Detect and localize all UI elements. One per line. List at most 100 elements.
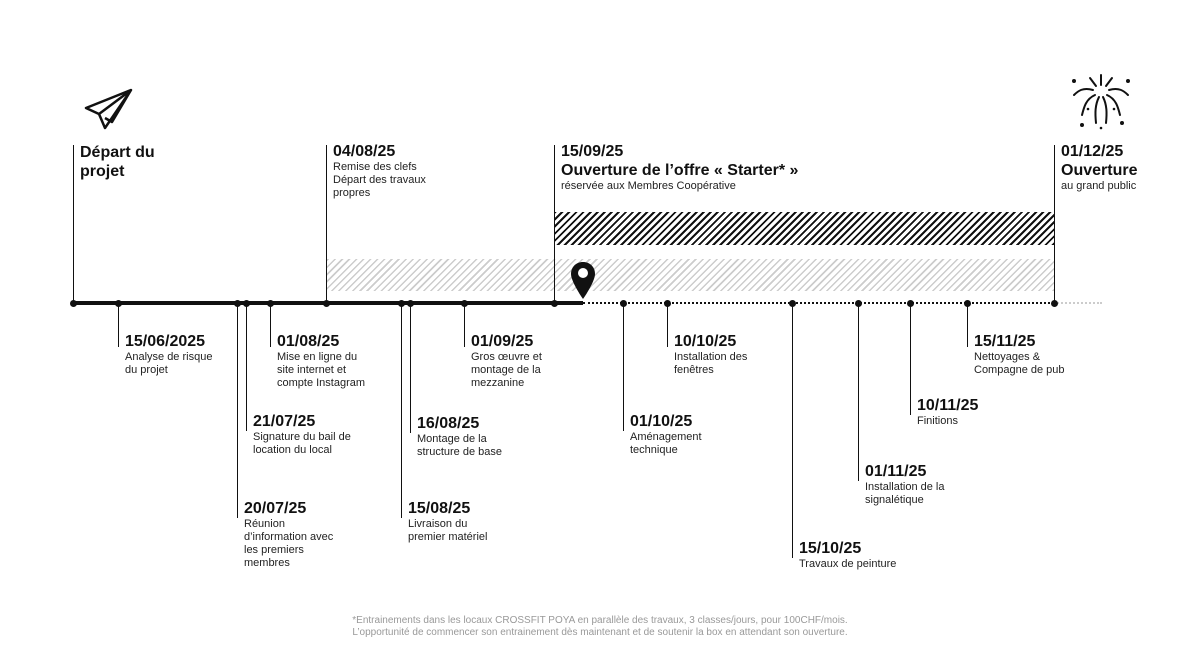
milestone-desc: compte Instagram [277, 377, 366, 389]
milestone-dot [461, 300, 468, 307]
top-milestone: Départ du projet [80, 143, 155, 181]
milestone-desc: Travaux de peinture [799, 558, 897, 570]
milestone-dot [551, 300, 558, 307]
milestone-desc: Signature du bail de [253, 431, 351, 443]
milestone-connector [967, 303, 968, 347]
milestone-desc: Gros œuvre et [471, 351, 542, 363]
milestone-desc: signalétique [865, 494, 924, 506]
milestone-desc: Nettoyages & [974, 351, 1041, 363]
milestone-desc: Départ des travaux [333, 174, 426, 186]
milestone-desc: membres [244, 557, 290, 569]
milestone-connector [326, 145, 327, 303]
map-pin-icon [571, 262, 595, 299]
milestone-desc: Livraison du [408, 518, 468, 530]
milestone-connector [667, 303, 668, 347]
milestone-dot [407, 300, 414, 307]
milestone-dot [115, 300, 122, 307]
milestone-date: 01/12/25 [1061, 143, 1124, 160]
milestone-date: 15/06/2025 [125, 333, 206, 350]
milestone-date: 10/10/25 [674, 333, 737, 350]
milestone-connector [464, 303, 465, 347]
milestone-desc: les premiers [244, 544, 304, 556]
timeline-axis-fade [1054, 302, 1102, 304]
milestone-date: 01/11/25 [865, 463, 927, 480]
milestone-dot [664, 300, 671, 307]
milestone-dot [398, 300, 405, 307]
milestone-connector [623, 303, 624, 431]
milestone-date: 01/08/25 [277, 333, 340, 350]
footnote: *Entrainements dans les locaux CROSSFIT … [250, 615, 950, 639]
milestone-date: 16/08/25 [417, 415, 480, 432]
milestone-desc: Installation des [674, 351, 748, 363]
milestone-date: 15/08/25 [408, 500, 471, 517]
milestone-title: projet [80, 163, 125, 180]
milestone-title: Départ du [80, 144, 155, 161]
milestone-desc: Remise des clefs [333, 161, 417, 173]
milestone-desc: Installation de la [865, 481, 945, 493]
milestone-desc: du projet [125, 364, 168, 376]
footnote-line: L’opportunité de commencer son entrainem… [352, 627, 848, 638]
milestone-date: 01/09/25 [471, 333, 534, 350]
milestone-connector [270, 303, 271, 347]
milestone-connector [554, 145, 555, 303]
milestone-desc: réservée aux Membres Coopérative [561, 180, 736, 192]
milestone-dot [267, 300, 274, 307]
milestone-date: 15/11/25 [974, 333, 1036, 350]
milestone-dot [1051, 300, 1058, 307]
milestone-date: 15/10/25 [799, 540, 862, 557]
milestone-dot [323, 300, 330, 307]
milestone-desc: au grand public [1061, 180, 1137, 192]
milestone-date: 01/10/25 [630, 413, 693, 430]
milestone-date: 15/09/25 [561, 143, 624, 160]
milestone-connector [237, 303, 238, 518]
milestone-desc: Montage de la [417, 433, 487, 445]
milestone-connector [401, 303, 402, 518]
milestone-dot [789, 300, 796, 307]
milestone-desc: fenêtres [674, 364, 714, 376]
milestone-desc: premier matériel [408, 531, 488, 543]
milestone-desc: d’information avec [244, 531, 334, 543]
milestone-dot [964, 300, 971, 307]
milestone-connector [118, 303, 119, 347]
milestone-title: Ouverture [1061, 162, 1138, 179]
milestone-desc: Finitions [917, 415, 958, 427]
milestone-connector [1054, 145, 1055, 303]
milestone-date: 10/11/25 [917, 397, 979, 414]
milestone-desc: structure de base [417, 446, 502, 458]
milestone-desc: technique [630, 444, 678, 456]
milestone-desc: Aménagement [630, 431, 702, 443]
milestone-desc: mezzanine [471, 377, 525, 389]
milestone-desc: montage de la [471, 364, 541, 376]
milestone-connector [910, 303, 911, 415]
milestone-connector [246, 303, 247, 431]
milestone-desc: Réunion [244, 518, 285, 530]
milestone-connector [858, 303, 859, 481]
milestone-title: Ouverture de l’offre « Starter* » [561, 162, 799, 179]
milestone-date: 21/07/25 [253, 413, 316, 430]
milestone-desc: Compagne de pub [974, 364, 1065, 376]
milestone-dot [855, 300, 862, 307]
milestone-date: 20/07/25 [244, 500, 307, 517]
milestone-dot [243, 300, 250, 307]
milestone-connector [73, 145, 74, 303]
milestone-connector [792, 303, 793, 558]
milestone-connector [410, 303, 411, 433]
milestone-desc: Mise en ligne du [277, 351, 358, 363]
starter-offer-period-band [554, 212, 1054, 245]
milestone-desc: propres [333, 187, 371, 199]
